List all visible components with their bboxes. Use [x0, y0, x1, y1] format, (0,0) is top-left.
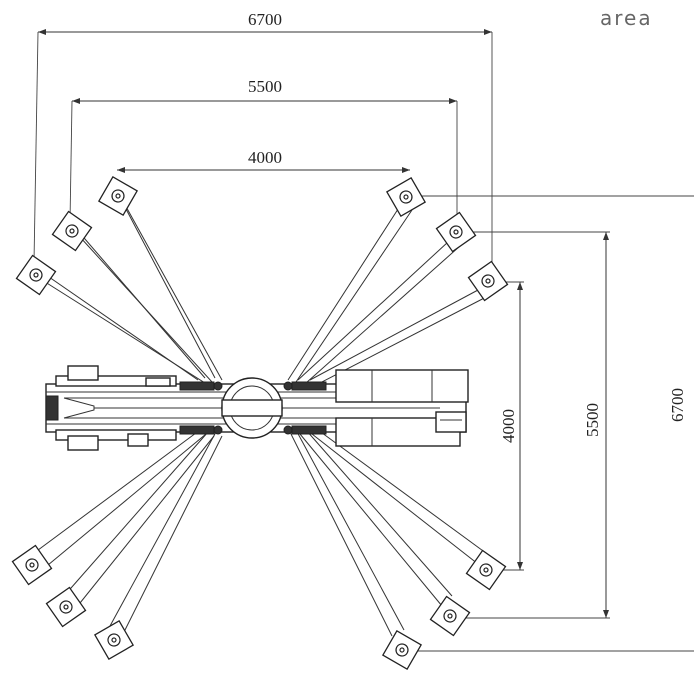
dim-horizontal-4000: 4000: [117, 148, 410, 173]
area-caption: area: [600, 6, 653, 30]
crane-body: [45, 365, 469, 451]
pad-upper-left-6700: [15, 254, 57, 296]
pad-upper-right-6700: [467, 260, 509, 302]
dim-label-6700-h: 6700: [248, 10, 282, 29]
dim-horizontal-6700: 6700: [33, 10, 493, 276]
outrigger-pads: [11, 175, 509, 671]
pad-lower-right-4000-v: [465, 549, 507, 591]
dim-label-4000-h: 4000: [248, 148, 282, 167]
dim-vertical-5500: 5500: [452, 231, 610, 619]
outrigger-legs: [29, 189, 493, 637]
pad-upper-right-4000: [385, 176, 427, 218]
pad-upper-left-5500: [51, 210, 93, 252]
dim-vertical-4000: 4000: [488, 281, 524, 571]
pad-lower-right-5500: [429, 595, 471, 637]
pad-lower-right-4000: [381, 629, 423, 671]
pad-upper-left-4000: [97, 175, 139, 217]
pad-lower-left-5500: [45, 586, 87, 628]
dim-label-6700-v: 6700: [668, 388, 687, 422]
dim-horizontal-5500: 5500: [69, 77, 458, 223]
dim-label-4000-v: 4000: [499, 409, 518, 443]
pad-lower-left-6700: [11, 544, 53, 586]
dim-label-5500-h: 5500: [248, 77, 282, 96]
pad-lower-left-4000: [93, 619, 135, 661]
pad-upper-right-5500: [435, 211, 477, 253]
dim-label-5500-v: 5500: [583, 403, 602, 437]
dim-vertical-6700: 6700: [404, 195, 694, 652]
